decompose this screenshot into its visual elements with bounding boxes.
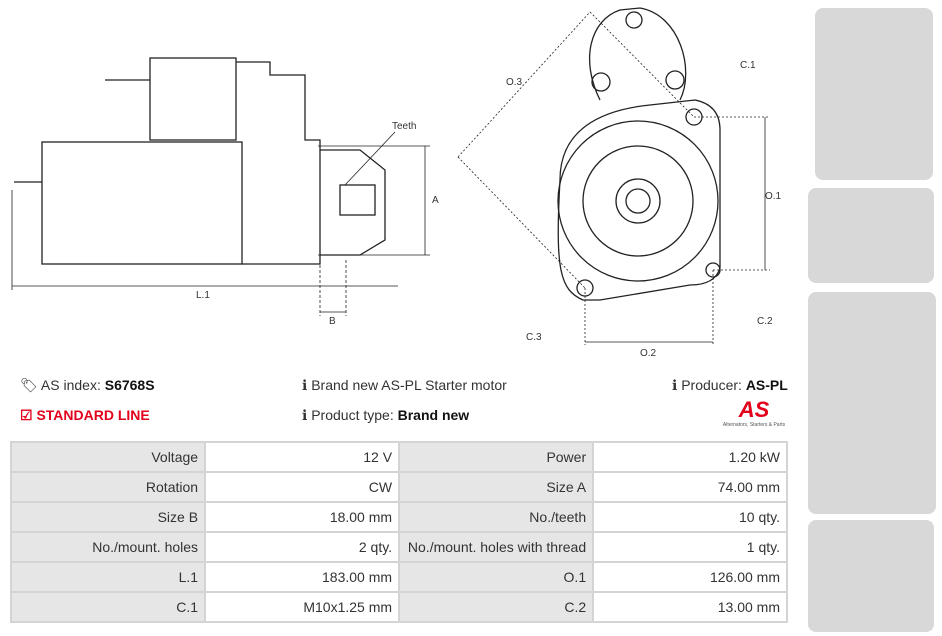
o1-label: O.1 — [765, 191, 782, 202]
side-view-drawing — [14, 57, 386, 265]
spec-label: L.1 — [12, 563, 205, 591]
spec-label: No./mount. holes with thread — [400, 533, 593, 561]
as-index-value: S6768S — [104, 377, 155, 393]
info-icon: ℹ — [672, 377, 678, 393]
spec-label: Power — [400, 443, 593, 471]
product-photo-side[interactable] — [808, 188, 934, 283]
c1-label: C.1 — [740, 60, 756, 71]
standard-line-badge: ☑ STANDARD LINE — [20, 407, 150, 423]
spec-label: Rotation — [12, 473, 205, 501]
spec-label: Size A — [400, 473, 593, 501]
product-photo-back[interactable] — [808, 292, 936, 514]
info-icon: ℹ — [302, 407, 308, 423]
spec-value: 183.00 mm — [206, 563, 399, 591]
c2-label: C.2 — [757, 316, 773, 327]
spec-value: M10x1.25 mm — [206, 593, 399, 621]
info-icon: ℹ — [302, 377, 308, 393]
spec-value: CW — [206, 473, 399, 501]
spec-label: C.2 — [400, 593, 593, 621]
product-photo-side-2[interactable] — [808, 520, 934, 632]
spec-label: Voltage — [12, 443, 205, 471]
technical-drawing: Teeth A B L.1 O.3 C.1 O.1 C.2 C.3 O.2 — [11, 7, 782, 359]
a-label: A — [432, 195, 439, 206]
as-pl-logo: AS Alternators, Starters & Parts — [722, 397, 786, 429]
spec-value: 2 qty. — [206, 533, 399, 561]
product-photo-front[interactable] — [815, 8, 933, 180]
spec-value: 10 qty. — [594, 503, 786, 531]
c3-label: C.3 — [526, 332, 542, 343]
b-label: B — [329, 316, 336, 327]
product-type: ℹ Product type: Brand new — [302, 407, 470, 423]
o3-label: O.3 — [506, 77, 523, 88]
front-dimensions — [457, 11, 770, 345]
producer: ℹ Producer: AS-PL — [672, 377, 788, 393]
as-index: 🏷 AS index: S6768S — [20, 377, 155, 393]
teeth-label: Teeth — [392, 121, 416, 132]
description: ℹ Brand new AS-PL Starter motor — [302, 377, 507, 393]
spec-value: 1.20 kW — [594, 443, 786, 471]
spec-label: C.1 — [12, 593, 205, 621]
spec-label: Size B — [12, 503, 205, 531]
spec-value: 13.00 mm — [594, 593, 786, 621]
spec-value: 74.00 mm — [594, 473, 786, 501]
l1-label: L.1 — [196, 290, 210, 301]
front-view-drawing — [557, 7, 721, 301]
spec-label: O.1 — [400, 563, 593, 591]
checkbox-icon: ☑ — [20, 407, 33, 423]
spec-label: No./teeth — [400, 503, 593, 531]
spec-label: No./mount. holes — [12, 533, 205, 561]
o2-label: O.2 — [640, 348, 657, 359]
spec-value: 1 qty. — [594, 533, 786, 561]
spec-value: 126.00 mm — [594, 563, 786, 591]
spec-value: 18.00 mm — [206, 503, 399, 531]
side-dimensions — [11, 131, 430, 316]
spec-value: 12 V — [206, 443, 399, 471]
tags-icon: 🏷 — [20, 377, 38, 393]
